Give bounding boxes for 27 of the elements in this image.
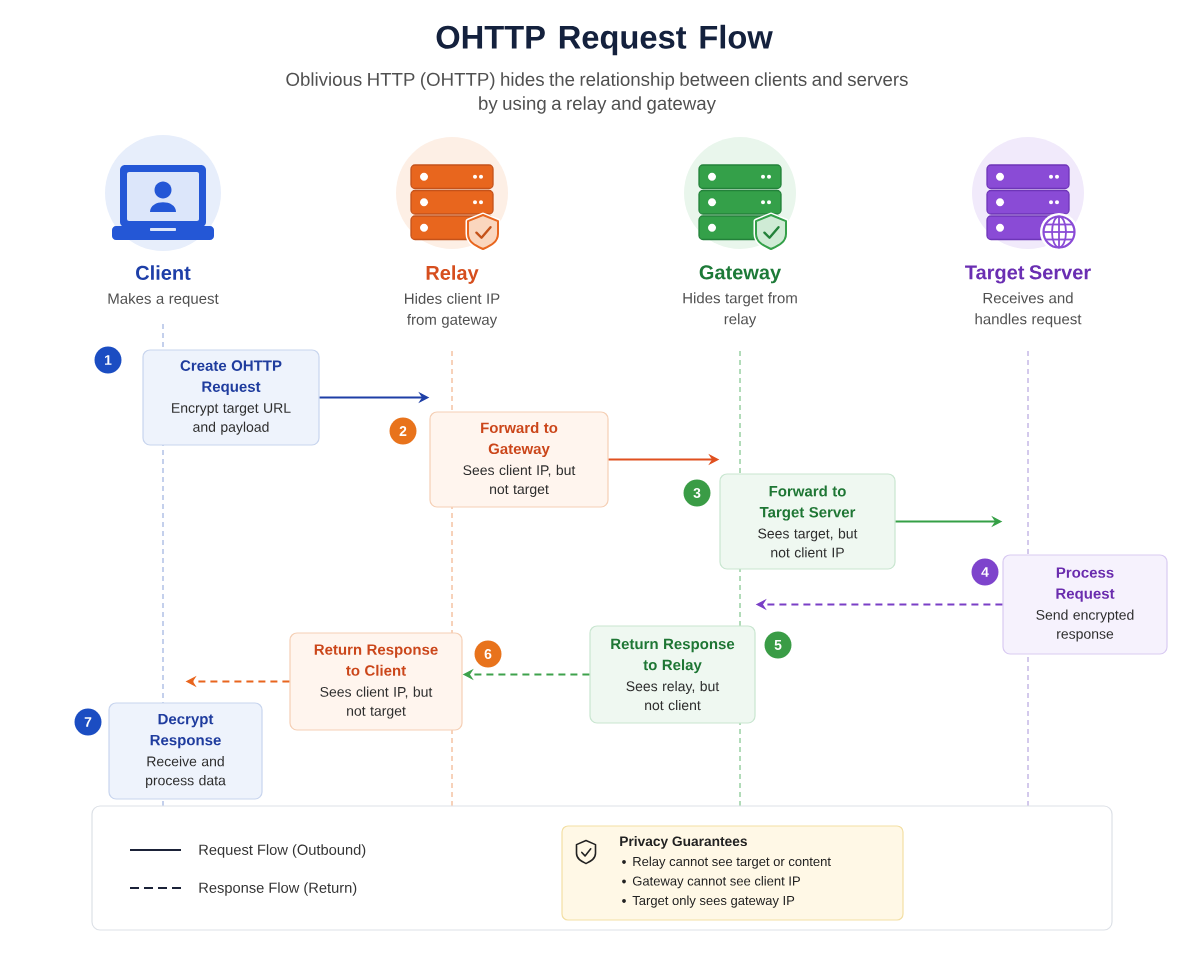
actor-label: Relay Hides client IP from gateway (405, 265, 500, 328)
step-box: Process Request Send encrypted response (1002, 554, 1168, 655)
info-box (561, 825, 904, 921)
step-number: 3 (683, 479, 711, 507)
step-box: Create OHTTP Request Encrypt target URL and payload (142, 349, 320, 446)
step-box: Return Response to Relay Sees relay, but not client (589, 625, 756, 724)
step-number: 6 (474, 640, 502, 668)
info-heading: Privacy Guarantees (620, 836, 747, 849)
step-number: 5 (764, 631, 792, 659)
actor-label: Target Server Receives and handles request (965, 265, 1091, 328)
step-box: Decrypt Response Receive and process data (108, 702, 263, 800)
legend-label: Request Flow (Outbound) (199, 844, 366, 858)
step-box: Forward to Gateway Sees client IP, but not target (429, 411, 609, 508)
list-item: Gateway cannot see client IP (632, 876, 800, 889)
subtitle: Oblivious HTTP (OHTTP) hides the relationship between clients and servers by using a relay and gateway (286, 72, 908, 114)
title: OHTTP Request Flow (436, 24, 773, 56)
legend-label: Response Flow (Return) (199, 882, 357, 896)
actor-label: Client Makes a request (108, 265, 219, 307)
step-box: Forward to Target Server Sees target, but not client IP (719, 473, 896, 570)
list-item: Relay cannot see target or content (633, 856, 831, 869)
step-number: 7 (74, 708, 102, 736)
step-number: 1 (94, 346, 122, 374)
actor-label: Gateway Hides target from relay (683, 265, 797, 328)
step-number: 4 (971, 558, 999, 586)
list-item: Target only sees gateway IP (632, 895, 795, 908)
step-box: Return Response to Client Sees client IP, but not target (289, 632, 463, 731)
step-number: 2 (389, 417, 417, 445)
